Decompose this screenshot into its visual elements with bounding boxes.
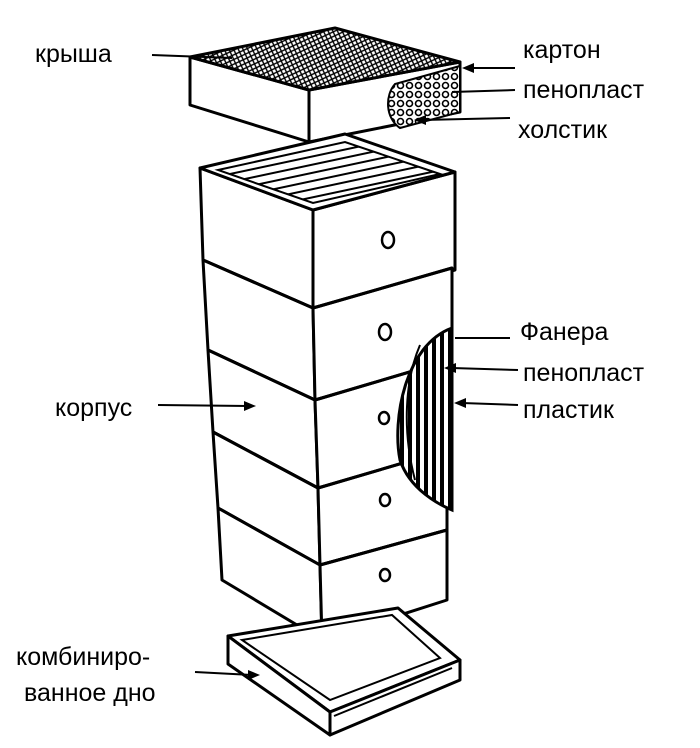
leader-foam-side [452,368,518,370]
entrance-hole-4 [380,494,390,506]
label-roof: крыша [35,40,112,68]
label-foam-top: пенопласт [523,76,645,104]
leader-plastic [462,403,518,405]
entrance-hole-5 [380,569,390,581]
combined-bottom [228,608,460,735]
entrance-hole-1 [382,232,394,248]
entrance-hole-3 [379,412,389,424]
label-foam-side: пенопласт [523,359,645,387]
hive-body-stack [200,134,455,640]
roof-assembly [190,28,460,142]
label-bottom-line2: ванное дно [24,679,156,707]
label-bottom-line1: комбиниро- [16,643,150,671]
label-canvas: холстик [518,116,608,144]
leader-body [158,405,248,406]
label-cardboard: картон [523,36,601,64]
label-plastic: пластик [523,396,615,424]
entrance-hole-2 [379,324,391,340]
label-body: корпус [55,394,132,422]
label-plywood: Фанера [520,318,609,346]
